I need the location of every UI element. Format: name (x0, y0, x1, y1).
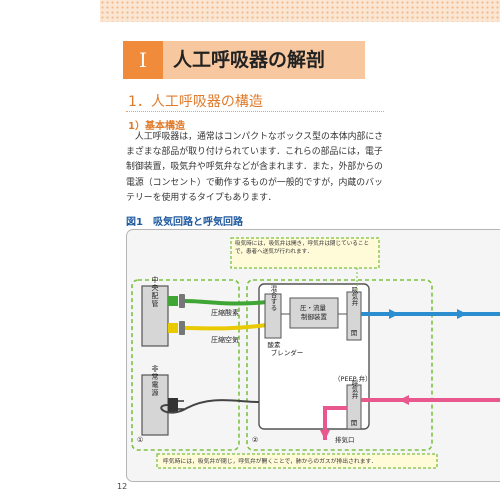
region-1-label: ① (137, 436, 143, 444)
emergency-power-label: 非常電源 (151, 364, 159, 397)
chapter-title: 人工呼吸器の解剖 (173, 49, 326, 71)
inspiratory-open-label: 開 (351, 329, 358, 337)
subsection-title: 1）基本構造 (128, 121, 185, 132)
compressed-air-label: 圧縮空気 (211, 335, 239, 344)
region-2-frame (246, 279, 433, 451)
air-line (184, 323, 268, 331)
central-pipe-box (141, 285, 169, 347)
exhale-note: 呼気時には，吸気弁が閉じ，呼気弁が開くことで，肺からのガスが排出されます． (163, 457, 377, 465)
power-cable (160, 399, 260, 414)
expiratory-open-label: 開 (351, 419, 358, 427)
figure-diagram: 中央配管 非常電源 圧縮酸素 圧縮空気 混合する 圧・流量 制御装置 酸素 (126, 229, 500, 482)
central-pipe-label: 中央配管 (151, 275, 159, 308)
exhaust-port-label: 排気口 (335, 435, 355, 444)
oxygen-connector (168, 296, 178, 306)
ventilator-body (258, 283, 370, 430)
inspiratory-arrow-2 (457, 309, 467, 319)
inspiratory-valve-label: 吸気弁 (350, 286, 358, 307)
pressure-flow-label-line2: 制御装置 (301, 312, 328, 321)
oxygen-blender-line2: ブレンダー (271, 348, 304, 357)
region-2-label: ② (252, 436, 258, 444)
expiratory-arrow (399, 395, 409, 405)
pressure-flow-controller (289, 297, 339, 329)
exhaust-line (323, 406, 347, 440)
oxygen-blender-label: 酸素 ブレンダー (267, 340, 303, 357)
chapter-heading: I 人工呼吸器の解剖 (123, 41, 365, 79)
power-plug (168, 398, 178, 412)
mixing-box (264, 293, 282, 339)
oxygen-line (184, 299, 268, 306)
figure-caption: 図1 吸気回路と呼気回路 (126, 217, 243, 228)
chapter-number: I (123, 41, 163, 79)
body-text: 人工呼吸器は，通常はコンパクトなボックス型の本体内部にさまざまな部品が取り付けら… (126, 130, 388, 206)
region-1-frame (131, 279, 240, 451)
body-paragraph: 人工呼吸器は，通常はコンパクトなボックス型の本体内部にさまざまな部品が取り付けら… (126, 132, 383, 203)
inhale-note-holder: 吸気時には，吸気弁は開き，呼気弁は閉じていることで，患者へ送気が行われます． (235, 241, 370, 255)
decorative-top-band (100, 0, 500, 22)
exhale-note-box (156, 453, 438, 469)
exhaust-arrow (320, 430, 330, 440)
inhale-note-box (230, 237, 380, 269)
inspiratory-arrow (389, 309, 399, 319)
mixing-label: 混合する (269, 284, 277, 312)
section-title: 1．人工呼吸器の構造 (128, 94, 263, 110)
expiratory-valve-label: 呼気弁 (350, 378, 358, 400)
page-number: 12 (117, 482, 128, 491)
air-connector (168, 323, 178, 333)
oxygen-blender-line1: 酸素 (267, 340, 281, 349)
pressure-flow-label-line1: 圧・流量 (300, 303, 327, 312)
oxygen-plug (179, 294, 185, 308)
compressed-oxygen-label: 圧縮酸素 (211, 308, 239, 317)
section-divider (126, 111, 384, 112)
air-plug (179, 321, 185, 335)
inhale-note: 吸気時には，吸気弁は開き，呼気弁は閉じていることで，患者へ送気が行われます． (235, 241, 370, 255)
peep-valve-label: （PEEP 弁） (334, 374, 372, 383)
pressure-flow-label: 圧・流量 制御装置 (300, 303, 328, 321)
